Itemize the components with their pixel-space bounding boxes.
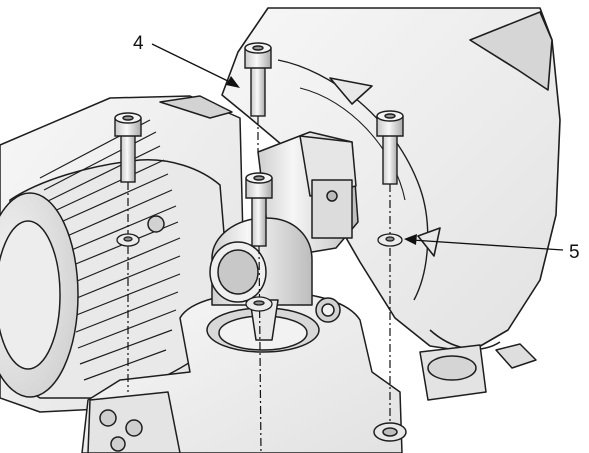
callout-label-4: 4 <box>133 33 144 54</box>
leader-line-4 <box>151 43 240 88</box>
cap-screw-right <box>376 110 404 185</box>
alignment-lines <box>127 116 391 453</box>
callout-label-5: 5 <box>569 242 580 263</box>
washer-center <box>245 296 273 312</box>
leader-line-5 <box>404 234 564 251</box>
cap-screw-top <box>244 42 272 117</box>
washer-right <box>377 233 403 247</box>
cap-screw-center <box>245 172 273 247</box>
cap-screw-left <box>114 112 142 183</box>
washer-left <box>116 233 140 247</box>
